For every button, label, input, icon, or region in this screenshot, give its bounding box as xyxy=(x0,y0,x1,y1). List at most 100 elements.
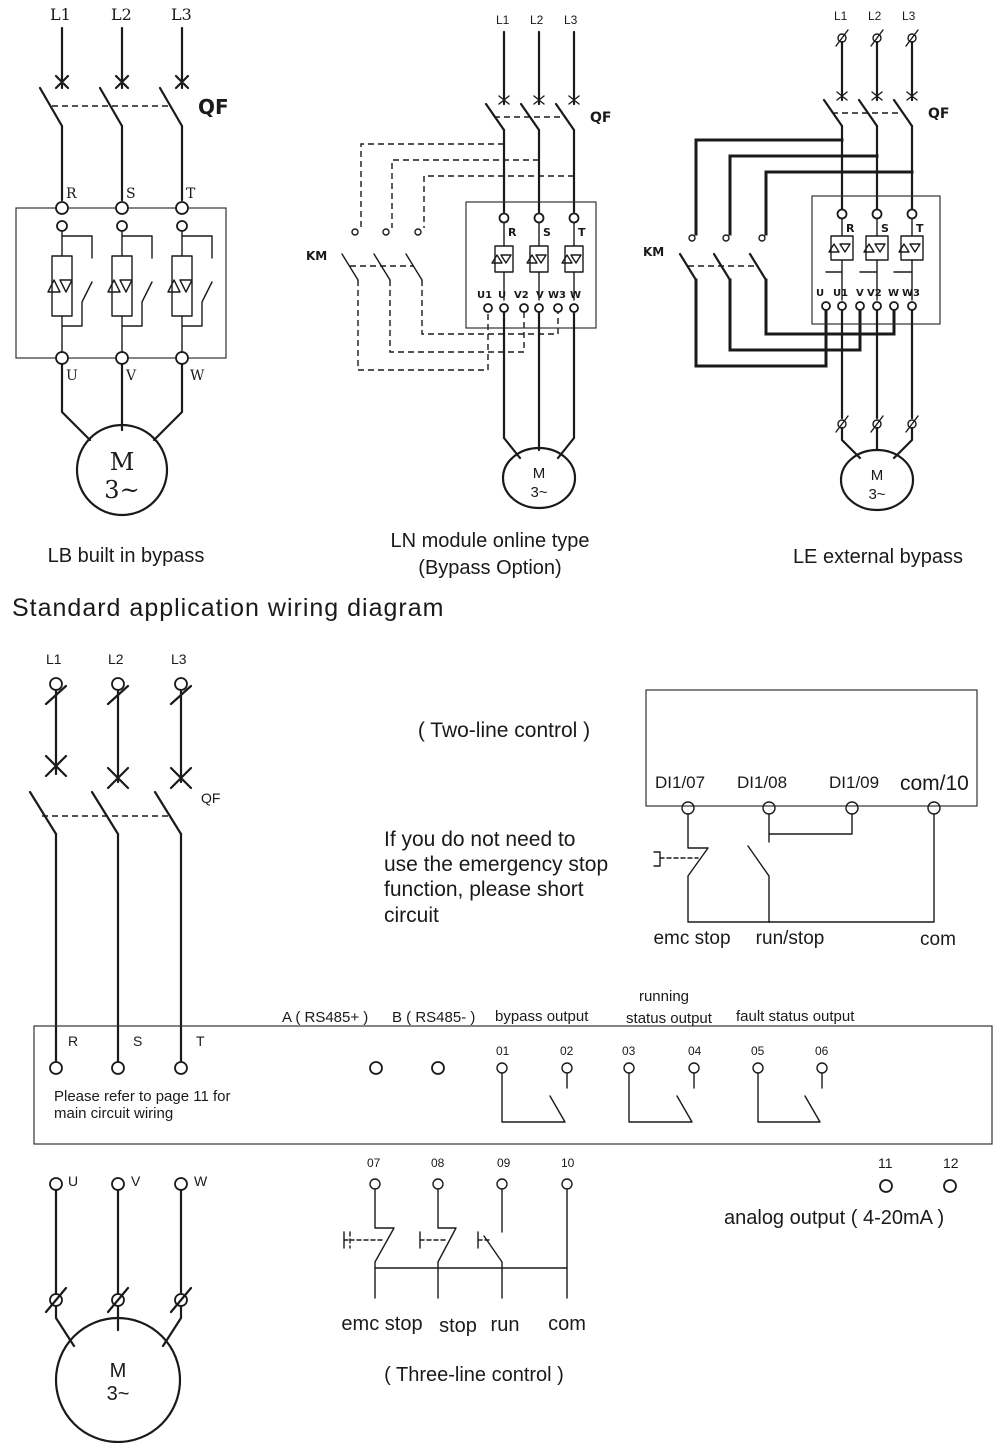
tl2-terminal-09: DI1/09 xyxy=(829,773,879,792)
two-line-title: ( Two-line control ) xyxy=(418,719,590,742)
main-circuit-note-line1: Please refer to page 11 for xyxy=(54,1088,231,1105)
lb-motor-name: M xyxy=(110,448,135,476)
lb-output-w: W xyxy=(190,368,205,384)
lb-output-v: V xyxy=(125,368,137,384)
std-input-t: T xyxy=(196,1033,205,1049)
control-terminal-09: 09 xyxy=(497,1156,511,1170)
std-breaker-label: QF xyxy=(201,790,220,806)
ln-diagram: L1 L2 L3 QF KM R S T U xyxy=(306,13,611,579)
tl2-note-line1: If you do not need to xyxy=(384,828,575,851)
std-motor-type: 3~ xyxy=(107,1383,130,1405)
ln-phase-l3: L3 xyxy=(564,13,578,27)
le-term-v: V xyxy=(856,288,864,299)
fault-status-label: fault status output xyxy=(736,1008,855,1025)
std-motor-name: M xyxy=(110,1360,127,1382)
std-input-r: R xyxy=(68,1033,78,1049)
lb-diagram: L1 L2 L3 QF R S T xyxy=(15,5,229,567)
le-motor-type: 3~ xyxy=(868,486,885,503)
le-term-u: U xyxy=(816,288,824,299)
le-input-s: S xyxy=(881,222,889,235)
tl-label-com: com xyxy=(548,1313,586,1335)
tl2-label-run-stop: run/stop xyxy=(756,928,825,949)
lb-phase-l3: L3 xyxy=(171,5,192,24)
ln-term-w3: W3 xyxy=(548,290,566,301)
lb-motor-type: 3~ xyxy=(104,476,139,504)
ln-phase-l2: L2 xyxy=(530,13,544,27)
ln-motor-name: M xyxy=(533,465,546,482)
rs485-b-label: B ( RS485- ) xyxy=(392,1009,475,1026)
standard-diagram: L1 L2 L3 QF R S T Please refer to page 1… xyxy=(28,651,993,1443)
lb-input-s: S xyxy=(126,186,136,202)
ln-term-u: U xyxy=(498,290,506,301)
ln-term-v: V xyxy=(536,290,544,301)
lb-breaker-label: QF xyxy=(198,95,229,119)
le-term-w: W xyxy=(888,288,899,299)
std-phase-l2: L2 xyxy=(108,651,124,667)
le-phase-l1: L1 xyxy=(834,9,848,23)
control-terminal-07: 07 xyxy=(367,1156,381,1170)
lb-output-u: U xyxy=(66,368,78,384)
ln-caption-line2: (Bypass Option) xyxy=(418,557,561,579)
tl2-label-emc-stop: emc stop xyxy=(653,928,730,949)
two-line-diagram: ( Two-line control ) DI1/07 DI1/08 DI1/0… xyxy=(384,689,978,950)
relay-terminal-01: 01 xyxy=(496,1044,510,1058)
le-motor xyxy=(839,448,915,512)
lb-input-r: R xyxy=(66,186,77,202)
std-input-s: S xyxy=(133,1033,142,1049)
control-terminal-10: 10 xyxy=(561,1156,575,1170)
ln-input-s: S xyxy=(543,226,551,239)
le-phase-l3: L3 xyxy=(902,9,916,23)
tl2-note-line3: function, please short xyxy=(384,878,584,901)
ln-contactor-label: KM xyxy=(306,249,327,263)
ln-input-t: T xyxy=(578,226,586,239)
lb-phase-l1: L1 xyxy=(50,5,71,24)
running-status-line1: running xyxy=(639,988,689,1005)
le-caption: LE external bypass xyxy=(793,546,963,568)
std-output-w: W xyxy=(194,1173,208,1189)
analog-terminal-11: 11 xyxy=(878,1155,893,1171)
tl2-note-line4: circuit xyxy=(384,904,439,927)
ln-caption-line1: LN module online type xyxy=(390,530,589,552)
relay-terminal-03: 03 xyxy=(622,1044,636,1058)
le-term-w3: W3 xyxy=(902,288,920,299)
ln-term-u1: U1 xyxy=(477,290,492,301)
ln-term-v2: V2 xyxy=(514,290,529,301)
section-title: Standard application wiring diagram xyxy=(12,594,444,622)
le-motor-name: M xyxy=(871,467,884,484)
lb-phase-l2: L2 xyxy=(111,5,132,24)
tl2-terminal-08: DI1/08 xyxy=(737,773,787,792)
std-output-v: V xyxy=(131,1173,141,1189)
analog-output-label: analog output ( 4-20mA ) xyxy=(724,1207,944,1229)
le-breaker-label: QF xyxy=(928,106,949,122)
three-line-title: ( Three-line control ) xyxy=(384,1364,564,1386)
std-phase-l3: L3 xyxy=(171,651,187,667)
lb-input-t: T xyxy=(186,186,196,202)
ln-phase-l1: L1 xyxy=(496,13,510,27)
le-phase-l2: L2 xyxy=(868,9,882,23)
bypass-output-label: bypass output xyxy=(495,1008,589,1025)
le-input-t: T xyxy=(916,222,924,235)
std-phase-l1: L1 xyxy=(46,651,62,667)
std-motor xyxy=(54,1316,182,1443)
le-contactor-label: KM xyxy=(643,245,664,259)
control-terminal-08: 08 xyxy=(431,1156,445,1170)
ln-breaker-label: QF xyxy=(590,110,611,126)
tl2-note-line2: use the emergency stop xyxy=(384,853,608,876)
relay-terminal-06: 06 xyxy=(815,1044,829,1058)
lb-motor xyxy=(75,423,169,517)
tl2-terminal-07: DI1/07 xyxy=(655,773,705,792)
ln-input-r: R xyxy=(508,226,517,239)
relay-terminal-05: 05 xyxy=(751,1044,765,1058)
std-output-u: U xyxy=(68,1173,78,1189)
relay-terminal-02: 02 xyxy=(560,1044,574,1058)
tl-label-run: run xyxy=(491,1314,520,1336)
analog-terminal-12: 12 xyxy=(943,1155,959,1171)
tl2-terminal-10: com/10 xyxy=(900,772,969,795)
running-status-line2: status output xyxy=(626,1010,713,1027)
tl-label-stop: stop xyxy=(439,1315,477,1337)
ln-motor-type: 3~ xyxy=(530,484,547,501)
le-term-u1: U1 xyxy=(833,288,848,299)
le-diagram: L1 L2 L3 QF KM R S T xyxy=(643,9,963,568)
lb-caption: LB built in bypass xyxy=(48,545,205,567)
